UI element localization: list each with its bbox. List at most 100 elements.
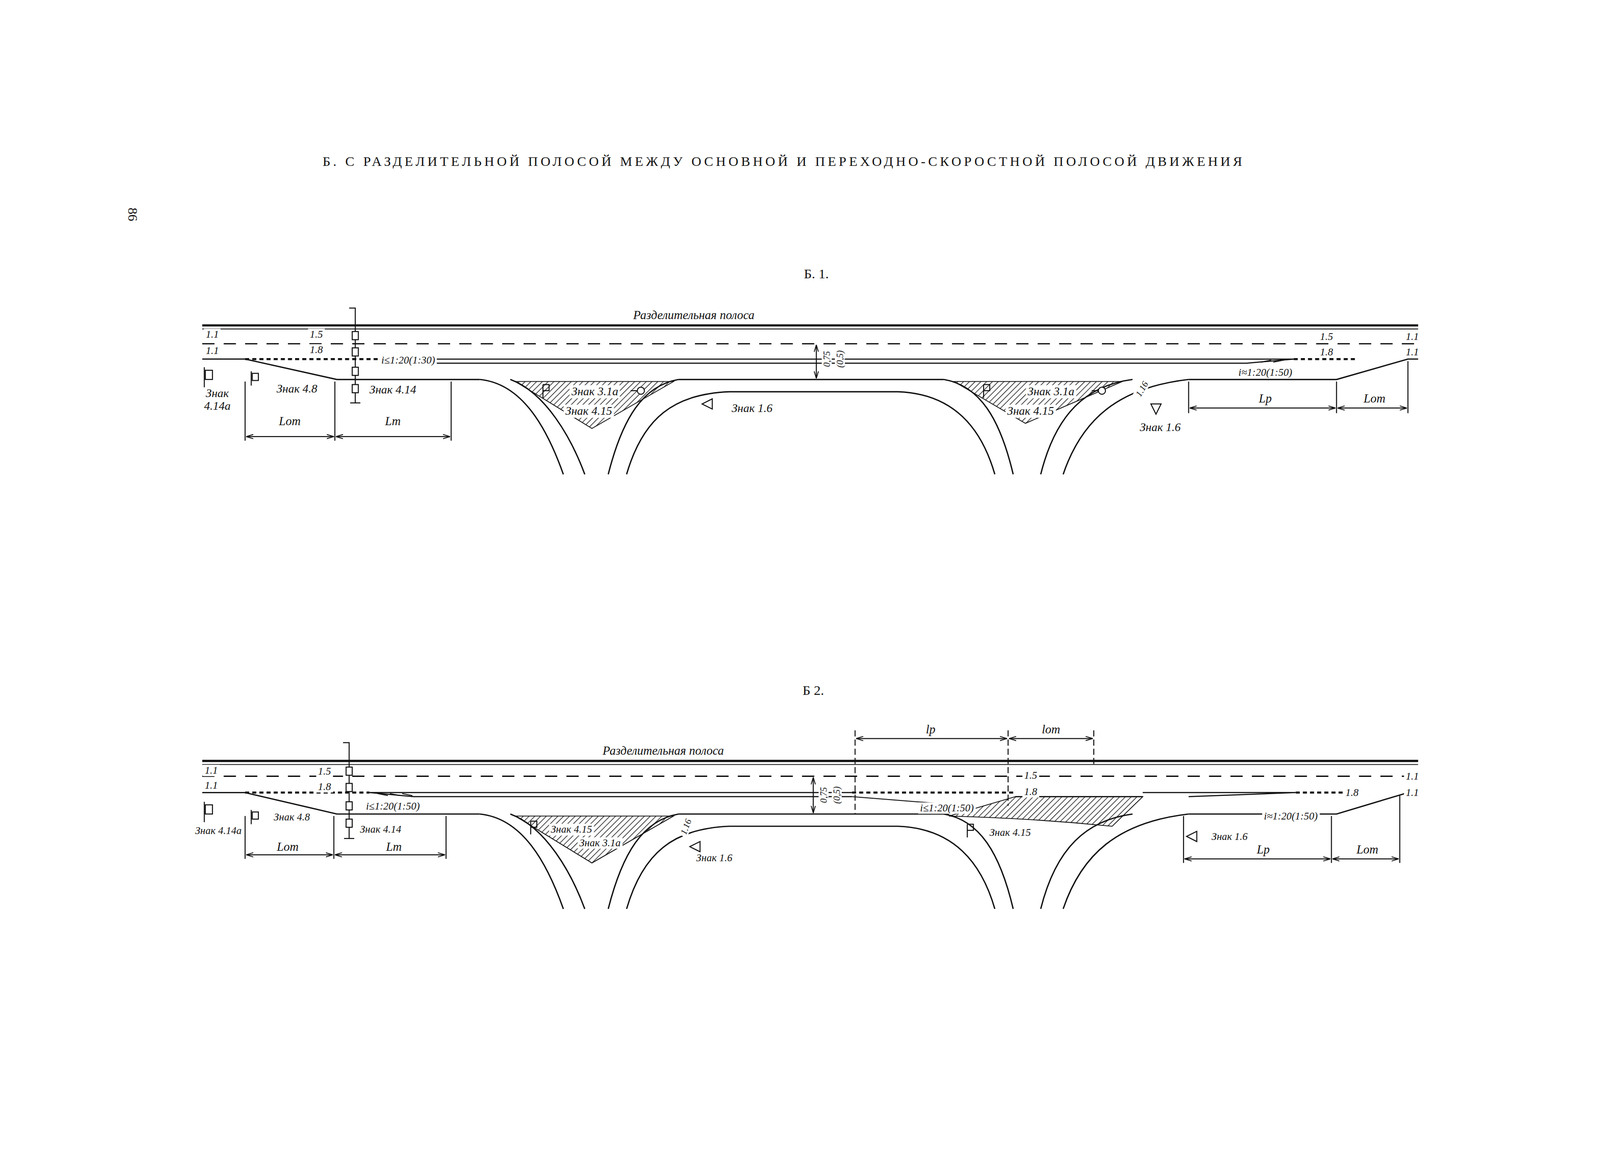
drawing-label: 86 bbox=[125, 205, 141, 224]
drawing-label: Знак 3.1а bbox=[1025, 385, 1077, 399]
dimension-lines bbox=[246, 854, 333, 856]
drawing-label: Lот bbox=[1361, 392, 1387, 406]
drawing-label: Lт bbox=[383, 414, 403, 429]
drawing-label: 1.1 bbox=[203, 345, 221, 357]
road-drawing bbox=[479, 379, 1189, 475]
road-lines bbox=[245, 358, 380, 361]
drawing-label: Разделительная полоса bbox=[601, 744, 727, 758]
drawing-label: 1.1 bbox=[1403, 346, 1421, 358]
drawing-label: i≤1:20(1:50) bbox=[363, 800, 422, 812]
drawing-label: Знак 1.6 bbox=[694, 852, 735, 864]
dimension-lines bbox=[245, 344, 1408, 442]
drawing-label: 1.8 bbox=[1022, 785, 1039, 798]
drawing-label: i≈1:20(1:50) bbox=[1236, 366, 1295, 379]
drawing-label: Знак 4.14 bbox=[367, 383, 418, 397]
sign-symbols bbox=[203, 801, 205, 823]
drawing-label: Lт bbox=[384, 840, 404, 854]
road-lines bbox=[202, 358, 480, 380]
road-lines bbox=[202, 324, 1419, 327]
sign-symbols bbox=[1091, 390, 1099, 392]
sign-symbols bbox=[204, 308, 1162, 415]
sign-symbols bbox=[530, 821, 538, 835]
drawing-label: Б 2. bbox=[800, 682, 826, 698]
drawing-label: Знак 4.8 bbox=[271, 811, 312, 824]
sign-symbols bbox=[252, 811, 259, 820]
road-lines bbox=[202, 764, 1419, 766]
drawing-label: 1.1 bbox=[1403, 330, 1421, 343]
road-lines bbox=[202, 792, 480, 815]
dimension-lines bbox=[1183, 795, 1400, 864]
sign-symbols bbox=[967, 824, 974, 838]
road-drawing bbox=[479, 814, 1189, 909]
drawing-label: 0,75 bbox=[818, 785, 829, 805]
drawing-label: 0,75 bbox=[821, 349, 832, 369]
drawing-label: lр bbox=[924, 722, 938, 737]
sign-symbols bbox=[1186, 831, 1198, 842]
gore-hatch bbox=[515, 381, 1123, 429]
drawing-label: Знак 4.8 bbox=[274, 382, 320, 396]
sign-symbols bbox=[250, 809, 252, 825]
road-lines bbox=[1015, 792, 1296, 797]
drawing-label: Lот bbox=[1354, 843, 1381, 857]
drawing-label: lот bbox=[1040, 722, 1063, 737]
dimension-lines bbox=[335, 436, 451, 437]
sign-symbols bbox=[983, 384, 990, 398]
sign-symbols bbox=[205, 804, 213, 815]
sign-symbols bbox=[543, 384, 550, 398]
page-title: Б. С РАЗДЕЛИТЕЛЬНОЙ ПОЛОСОЙ МЕЖДУ ОСНОВН… bbox=[322, 153, 1246, 170]
drawing-label: Знак 4.15 bbox=[1005, 404, 1056, 418]
drawing-label: Lр bbox=[1255, 843, 1272, 857]
sign-symbols bbox=[352, 384, 359, 393]
dimension-lines bbox=[1188, 361, 1408, 414]
sign-symbols bbox=[349, 308, 361, 403]
road-lines bbox=[202, 761, 1419, 815]
dimension-lines bbox=[1008, 737, 1093, 739]
drawing-label: (0,5) bbox=[831, 784, 842, 806]
drawing-label: Знак 4.14 bbox=[358, 824, 403, 836]
road-lines bbox=[678, 378, 944, 381]
drawing-label: 1.1 bbox=[1403, 770, 1421, 783]
drawing-label: 1.5 bbox=[316, 765, 334, 777]
drawing-label: Б. 1. bbox=[802, 266, 831, 282]
dimension-lines bbox=[855, 730, 1095, 815]
drawing-label: 1.8 bbox=[1343, 787, 1361, 799]
road-lines bbox=[202, 759, 1419, 762]
drawing-label: 1.1 bbox=[203, 764, 220, 776]
sign-symbols bbox=[630, 390, 637, 392]
sign-symbols bbox=[1098, 387, 1106, 395]
gore-hatch bbox=[954, 381, 1123, 424]
drawing-label: 1.8 bbox=[1318, 346, 1335, 358]
drawing-label: Lот bbox=[275, 840, 301, 854]
sign-symbols bbox=[252, 373, 259, 381]
drawing-label: Знак 4.15 bbox=[987, 826, 1033, 839]
drawing-label: Знак 4.14а bbox=[193, 824, 244, 837]
sign-symbols bbox=[204, 742, 1198, 852]
road-lines bbox=[202, 343, 1419, 345]
drawing-label: Разделительная полоса bbox=[631, 308, 757, 323]
drawing-label: 1.8 bbox=[308, 344, 325, 356]
drawing-label: Знак 4.14а bbox=[195, 387, 240, 413]
road-lines bbox=[369, 792, 852, 797]
dimension-lines bbox=[815, 344, 817, 379]
sign-symbols bbox=[352, 367, 359, 376]
sign-symbols bbox=[702, 398, 713, 410]
dimension-lines bbox=[1332, 858, 1399, 860]
drawing-label: 1.1 bbox=[1403, 787, 1421, 799]
dimension-lines bbox=[246, 436, 335, 437]
drawing-label: Знак 1.6 bbox=[1209, 830, 1250, 843]
road-lines bbox=[852, 791, 1016, 794]
sign-symbols bbox=[343, 742, 355, 839]
dimension-lines bbox=[1189, 407, 1336, 409]
road-lines bbox=[377, 793, 413, 796]
drawing-label: 1.5 bbox=[1318, 330, 1335, 343]
dimension-lines bbox=[245, 730, 1400, 864]
road-lines bbox=[1293, 358, 1358, 361]
sign-symbols bbox=[689, 841, 701, 853]
drawing-label: i≤1:20(1:50) bbox=[918, 802, 976, 814]
sign-symbols bbox=[250, 371, 252, 386]
sign-symbols bbox=[203, 367, 205, 388]
dimension-lines bbox=[1337, 407, 1407, 409]
drawing-label: 1.5 bbox=[1022, 769, 1039, 781]
dimension-lines bbox=[245, 381, 452, 442]
